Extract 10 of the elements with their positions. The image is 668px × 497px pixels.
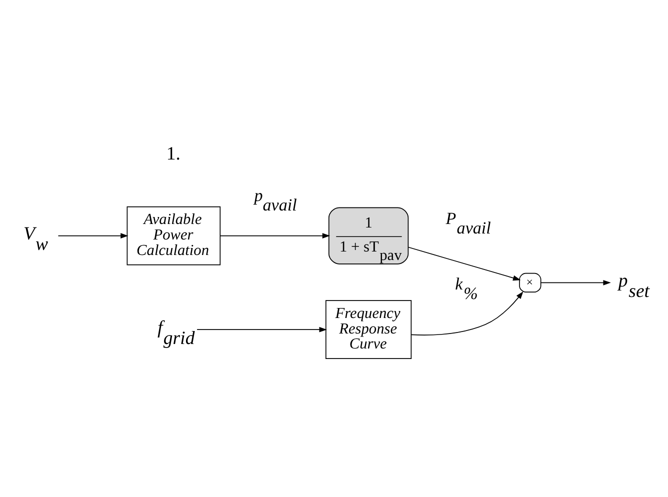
arrow: [58, 232, 128, 238]
node-box: ×: [519, 272, 542, 292]
arrow: [540, 280, 611, 285]
label: 1.: [166, 143, 180, 164]
node-box: Frequency Response Curve: [325, 300, 412, 359]
arrow: [220, 232, 330, 238]
arrow: [408, 246, 521, 280]
arrow: [410, 290, 524, 335]
arrow: [196, 326, 327, 332]
node-box: Available Power Calculation: [126, 206, 221, 265]
